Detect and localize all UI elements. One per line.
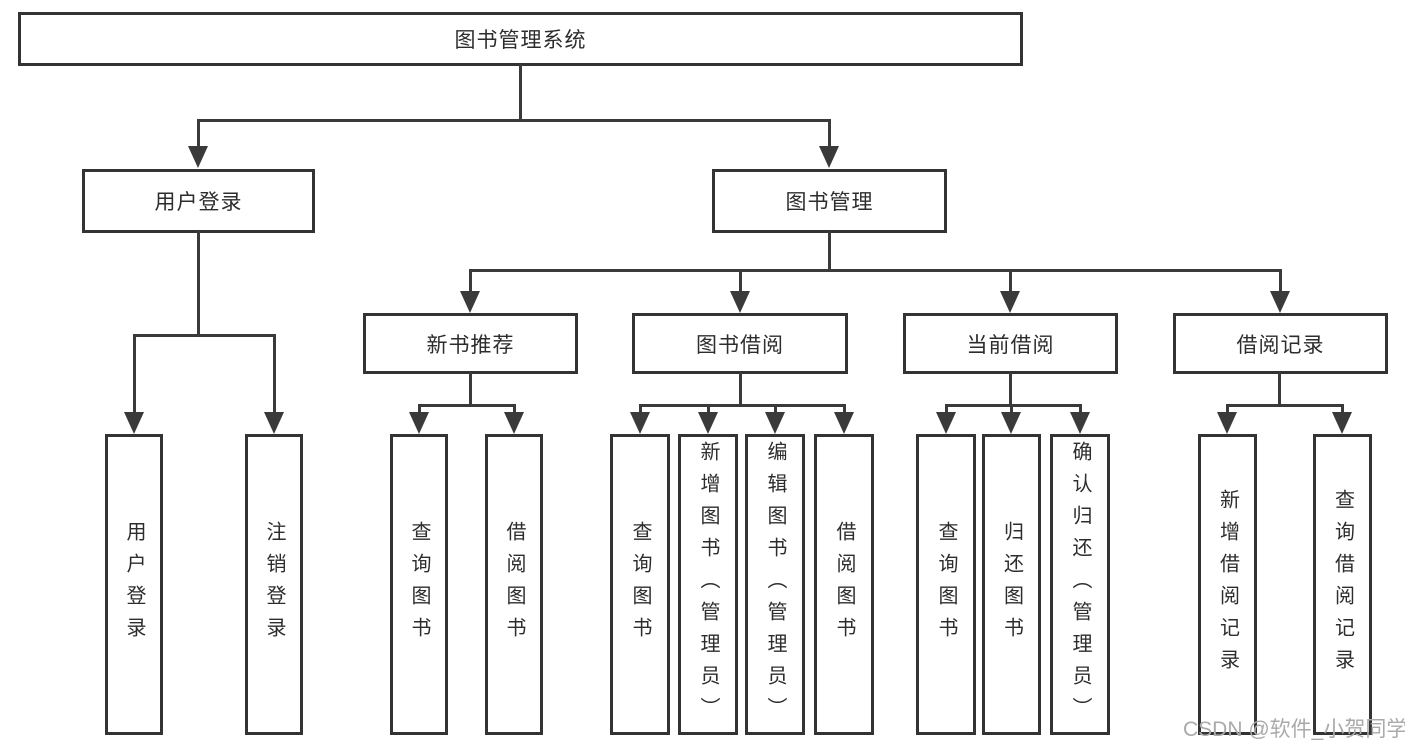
leaf-query-books-3: 查询图书 bbox=[916, 434, 976, 735]
connector-vline bbox=[1010, 404, 1013, 414]
arrow-down-icon bbox=[504, 412, 524, 434]
arrow-down-icon bbox=[819, 146, 839, 168]
node-label: 查询图书 bbox=[629, 520, 651, 649]
node-root: 图书管理系统 bbox=[18, 12, 1023, 66]
connector-vline bbox=[843, 404, 846, 414]
node-label: 确认归还（管理员） bbox=[1069, 440, 1091, 729]
connector-hline bbox=[133, 334, 276, 337]
watermark: CSDN @软件_小贺同学 bbox=[1183, 718, 1405, 741]
leaf-return-book: 归还图书 bbox=[982, 434, 1041, 735]
arrow-down-icon bbox=[834, 412, 854, 434]
leaf-confirm-return-admin: 确认归还（管理员） bbox=[1050, 434, 1110, 735]
arrow-down-icon bbox=[1000, 291, 1020, 313]
connector-vline bbox=[945, 404, 948, 414]
arrow-down-icon bbox=[1001, 412, 1021, 434]
arrow-down-icon bbox=[1270, 291, 1290, 313]
node-book-borrow: 图书借阅 bbox=[632, 313, 848, 374]
arrow-down-icon bbox=[124, 412, 144, 434]
leaf-query-books-1: 查询图书 bbox=[390, 434, 448, 735]
connector-vline bbox=[1279, 269, 1282, 293]
node-borrow-records: 借阅记录 bbox=[1173, 313, 1388, 374]
arrow-down-icon bbox=[698, 412, 718, 434]
leaf-logout: 注销登录 bbox=[245, 434, 303, 735]
arrow-down-icon bbox=[1217, 412, 1237, 434]
leaf-add-book-admin: 新增图书（管理员） bbox=[678, 434, 738, 735]
node-label: 借阅记录 bbox=[1236, 333, 1325, 357]
connector-vline bbox=[1079, 404, 1082, 414]
connector-vline bbox=[197, 119, 200, 148]
node-label: 图书管理系统 bbox=[454, 29, 587, 52]
node-label: 用户登录 bbox=[154, 191, 243, 214]
connector-vline bbox=[739, 269, 742, 293]
connector-vline bbox=[828, 231, 831, 272]
connector-vline bbox=[828, 119, 831, 148]
leaf-query-borrow-record: 查询借阅记录 bbox=[1313, 434, 1372, 735]
leaf-borrow-books-2: 借阅图书 bbox=[814, 434, 874, 735]
arrow-down-icon bbox=[1332, 412, 1352, 434]
leaf-add-borrow-record: 新增借阅记录 bbox=[1198, 434, 1257, 735]
connector-hline bbox=[418, 404, 516, 407]
connector-hline bbox=[945, 404, 1082, 407]
node-label: 编辑图书（管理员） bbox=[764, 440, 786, 729]
connector-vline bbox=[469, 269, 472, 293]
node-label: 用户登录 bbox=[123, 520, 145, 649]
node-label: 借阅图书 bbox=[503, 520, 525, 649]
connector-vline bbox=[1226, 404, 1229, 414]
node-current-borrow: 当前借阅 bbox=[903, 313, 1118, 374]
connector-hline bbox=[469, 269, 1281, 272]
arrow-down-icon bbox=[730, 291, 750, 313]
leaf-query-books-2: 查询图书 bbox=[610, 434, 670, 735]
leaf-user-login: 用户登录 bbox=[105, 434, 163, 735]
connector-hline bbox=[639, 404, 845, 407]
leaf-edit-book-admin: 编辑图书（管理员） bbox=[745, 434, 805, 735]
connector-vline bbox=[774, 404, 777, 414]
connector-vline bbox=[1009, 372, 1012, 407]
connector-vline bbox=[1341, 404, 1344, 414]
node-label: 新增借阅记录 bbox=[1216, 488, 1239, 681]
node-new-book-recommend: 新书推荐 bbox=[363, 313, 578, 374]
arrow-down-icon bbox=[264, 412, 284, 434]
connector-vline bbox=[133, 334, 136, 414]
connector-vline bbox=[519, 64, 522, 122]
arrow-down-icon bbox=[1070, 412, 1090, 434]
connector-vline bbox=[273, 334, 276, 414]
node-label: 图书借阅 bbox=[696, 333, 784, 357]
node-label: 归还图书 bbox=[1000, 520, 1023, 649]
node-label: 查询图书 bbox=[408, 520, 430, 649]
connector-vline bbox=[739, 372, 742, 407]
arrow-down-icon bbox=[460, 291, 480, 313]
connector-vline bbox=[1278, 372, 1281, 407]
connector-hline bbox=[1226, 404, 1344, 407]
arrow-down-icon bbox=[765, 412, 785, 434]
connector-vline bbox=[197, 231, 200, 337]
arrow-down-icon bbox=[188, 146, 208, 168]
node-book-management: 图书管理 bbox=[712, 169, 947, 233]
node-label: 当前借阅 bbox=[966, 333, 1055, 357]
arrow-down-icon bbox=[936, 412, 956, 434]
connector-hline bbox=[197, 119, 831, 122]
arrow-down-icon bbox=[409, 412, 429, 434]
node-user-login: 用户登录 bbox=[82, 169, 315, 233]
arrow-down-icon bbox=[630, 412, 650, 434]
node-label: 借阅图书 bbox=[833, 520, 855, 649]
node-label: 查询图书 bbox=[935, 520, 957, 649]
node-label: 注销登录 bbox=[263, 520, 285, 649]
connector-vline bbox=[469, 372, 472, 407]
leaf-borrow-books-1: 借阅图书 bbox=[485, 434, 543, 735]
connector-vline bbox=[418, 404, 421, 414]
connector-vline bbox=[513, 404, 516, 414]
connector-vline bbox=[1009, 269, 1012, 293]
connector-vline bbox=[639, 404, 642, 414]
node-label: 新书推荐 bbox=[426, 333, 515, 357]
node-label: 新增图书（管理员） bbox=[697, 440, 719, 729]
connector-vline bbox=[707, 404, 710, 414]
node-label: 查询借阅记录 bbox=[1331, 488, 1354, 681]
node-label: 图书管理 bbox=[785, 191, 874, 214]
